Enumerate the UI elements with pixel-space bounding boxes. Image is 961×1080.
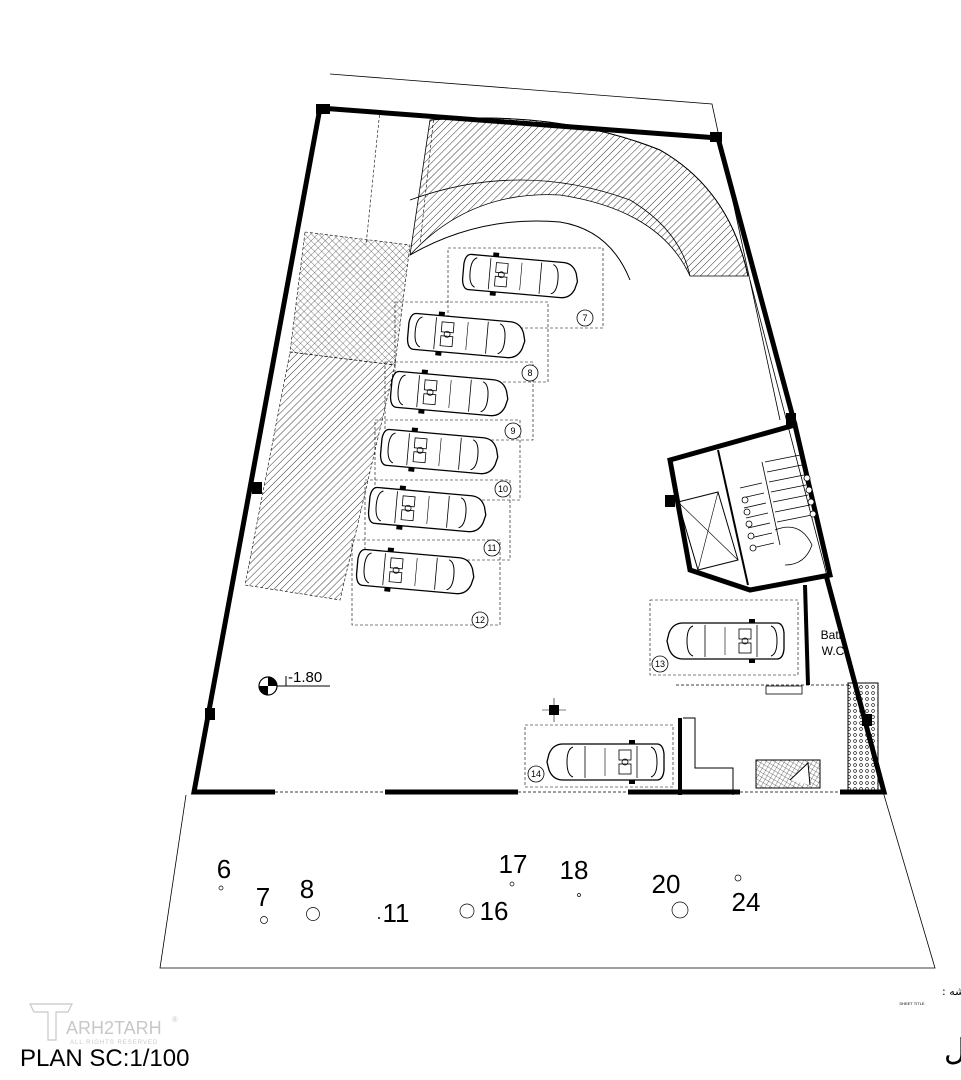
logo-tagline: ALL RIGHTS RESERVED [70,1040,158,1046]
bay-number: 14 [531,769,541,779]
title-block: عنوان نقشه : SHEET TITLE پارکینگ اول PLA… [20,985,961,1072]
parking-bay [351,539,501,626]
parking-bays [351,247,799,788]
street-number: 11 [383,898,410,928]
street-number: 24 [732,887,761,917]
bay-number: 11 [487,543,496,553]
elevation-label: -1.80 [288,669,322,686]
street-markers: 6 7 8 11 16 17 18 20 24 [217,849,761,928]
bay-labels: 7 8 9 10 11 12 13 14 [471,309,669,783]
parking-bay [394,301,549,383]
street-number: 17 [499,849,528,879]
building-walls [190,104,888,795]
street-number: 8 [300,874,314,904]
sheet-title-fa: عنوان نقشه : [942,985,961,998]
bay-number: 7 [582,313,587,323]
wc-label: W.C [822,644,845,658]
elevation-marker: -1.80 [258,669,330,696]
parking-bay [447,247,604,329]
street-number: 16 [480,896,509,926]
parking-bay [524,724,674,788]
bay-number: 13 [655,659,665,669]
bay-number: 8 [527,368,532,378]
street-number: 18 [560,855,589,885]
sheet-title-en: SHEET TITLE [899,1001,925,1006]
column-marker [542,698,566,722]
plan-scale: PLAN SC:1/100 [20,1045,189,1072]
bay-number: 12 [475,615,485,625]
drawing-name-fa: پارکینگ اول [944,1033,961,1068]
logo: ARH2TARH ALL RIGHTS RESERVED ® [29,1003,178,1046]
street-number: 7 [256,882,270,912]
bath-label: Bath [821,628,846,642]
logo-brand: ARH2TARH [66,1018,162,1038]
parking-bay [649,599,799,676]
logo-registered: ® [172,1015,178,1024]
bay-number: 9 [510,426,515,436]
street-number: 6 [217,854,231,884]
stair-core [667,421,834,593]
street-number: 20 [652,869,681,899]
service-rooms [676,584,879,795]
ramp-hatching [244,109,749,601]
bay-number: 10 [498,484,508,494]
